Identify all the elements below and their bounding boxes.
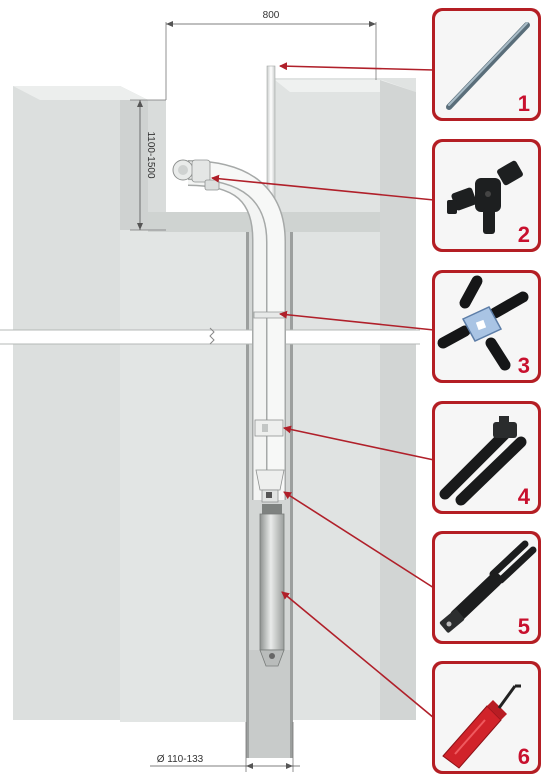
twin-pipe-coupling-icon	[439, 416, 527, 506]
callout-arrow-6	[281, 591, 435, 719]
dimension-diameter-label: Ø 110-133	[157, 754, 204, 765]
callout-arrow-4	[283, 425, 435, 461]
callout-arrow-3	[279, 310, 435, 331]
twin-coupling	[254, 419, 284, 437]
dimension-depth	[130, 99, 166, 231]
callout-arrow-2	[211, 174, 435, 201]
callout-number: 4	[517, 484, 530, 509]
riser-pipe-icon	[446, 22, 530, 110]
callout-1: 1	[432, 8, 541, 121]
callout-number: 6	[517, 744, 530, 769]
ground-block-left	[13, 86, 246, 722]
dimension-width-label: 800	[263, 10, 280, 21]
dimension-diameter	[150, 722, 300, 772]
section-break-band	[0, 327, 420, 345]
callout-4: 4	[432, 401, 541, 514]
callout-number: 1	[517, 91, 530, 116]
dimension-width	[165, 21, 377, 100]
pump-icon	[442, 684, 521, 769]
callout-number: 3	[517, 353, 530, 378]
pump-body	[259, 504, 285, 667]
callout-number: 2	[517, 222, 530, 247]
cable-spacer-clamp-icon	[437, 275, 529, 371]
callout-3: 3	[432, 270, 541, 383]
callout-6: 6	[432, 661, 541, 774]
cable-spacer	[253, 311, 285, 319]
pump-connector-icon	[439, 540, 537, 633]
dimension-depth-label: 1100-1500	[145, 131, 156, 179]
pipe-fitting	[172, 159, 220, 191]
callout-arrows	[211, 62, 435, 719]
callout-number: 5	[517, 614, 530, 639]
callout-arrow-1	[279, 62, 435, 71]
pump-connector	[255, 469, 285, 503]
callout-2: 2	[432, 139, 541, 252]
callout-5: 5	[432, 531, 541, 644]
callout-arrow-5	[283, 491, 435, 589]
pipe-coupling-fitting-icon	[447, 160, 523, 234]
